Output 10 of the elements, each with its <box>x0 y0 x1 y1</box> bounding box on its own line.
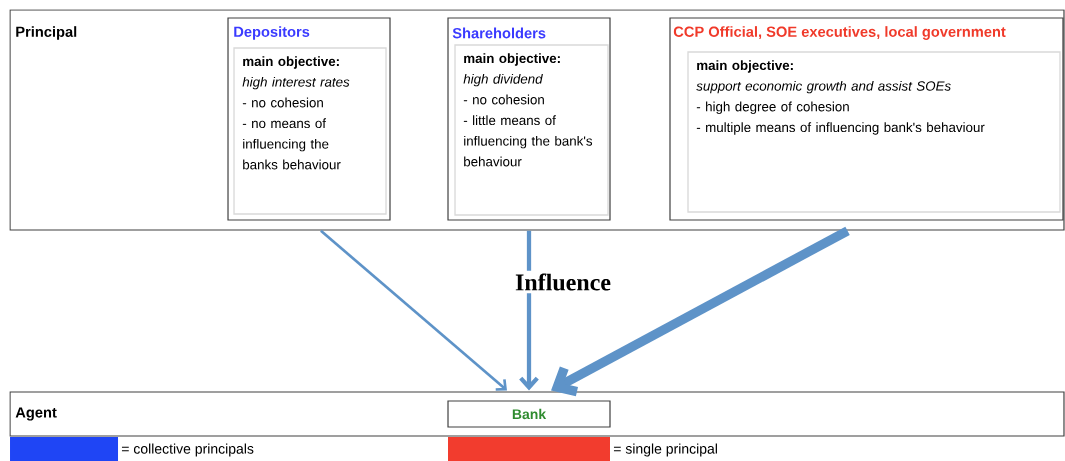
legend-text: = single principal <box>613 443 717 457</box>
arrow <box>519 230 539 391</box>
legend-text: = collective principals <box>121 443 254 457</box>
principal-box: Depositors main objective: high interest rates - no cohesion - no means of influencing the banks behaviour <box>227 17 391 221</box>
principal-box: CCP Official, SOE executives, local government main objective: support economic growth and assist SOEs - high degree of cohesion - multiple means of influencing bank's behaviour <box>669 17 1064 221</box>
agent-box: Bank <box>447 400 611 428</box>
heading: Influence <box>512 270 614 294</box>
principal-box: Shareholders main objective: high dividend - no cohesion - little means of influencing the bank's behaviour <box>447 17 611 221</box>
arrow <box>320 229 507 391</box>
arrow <box>551 226 850 397</box>
